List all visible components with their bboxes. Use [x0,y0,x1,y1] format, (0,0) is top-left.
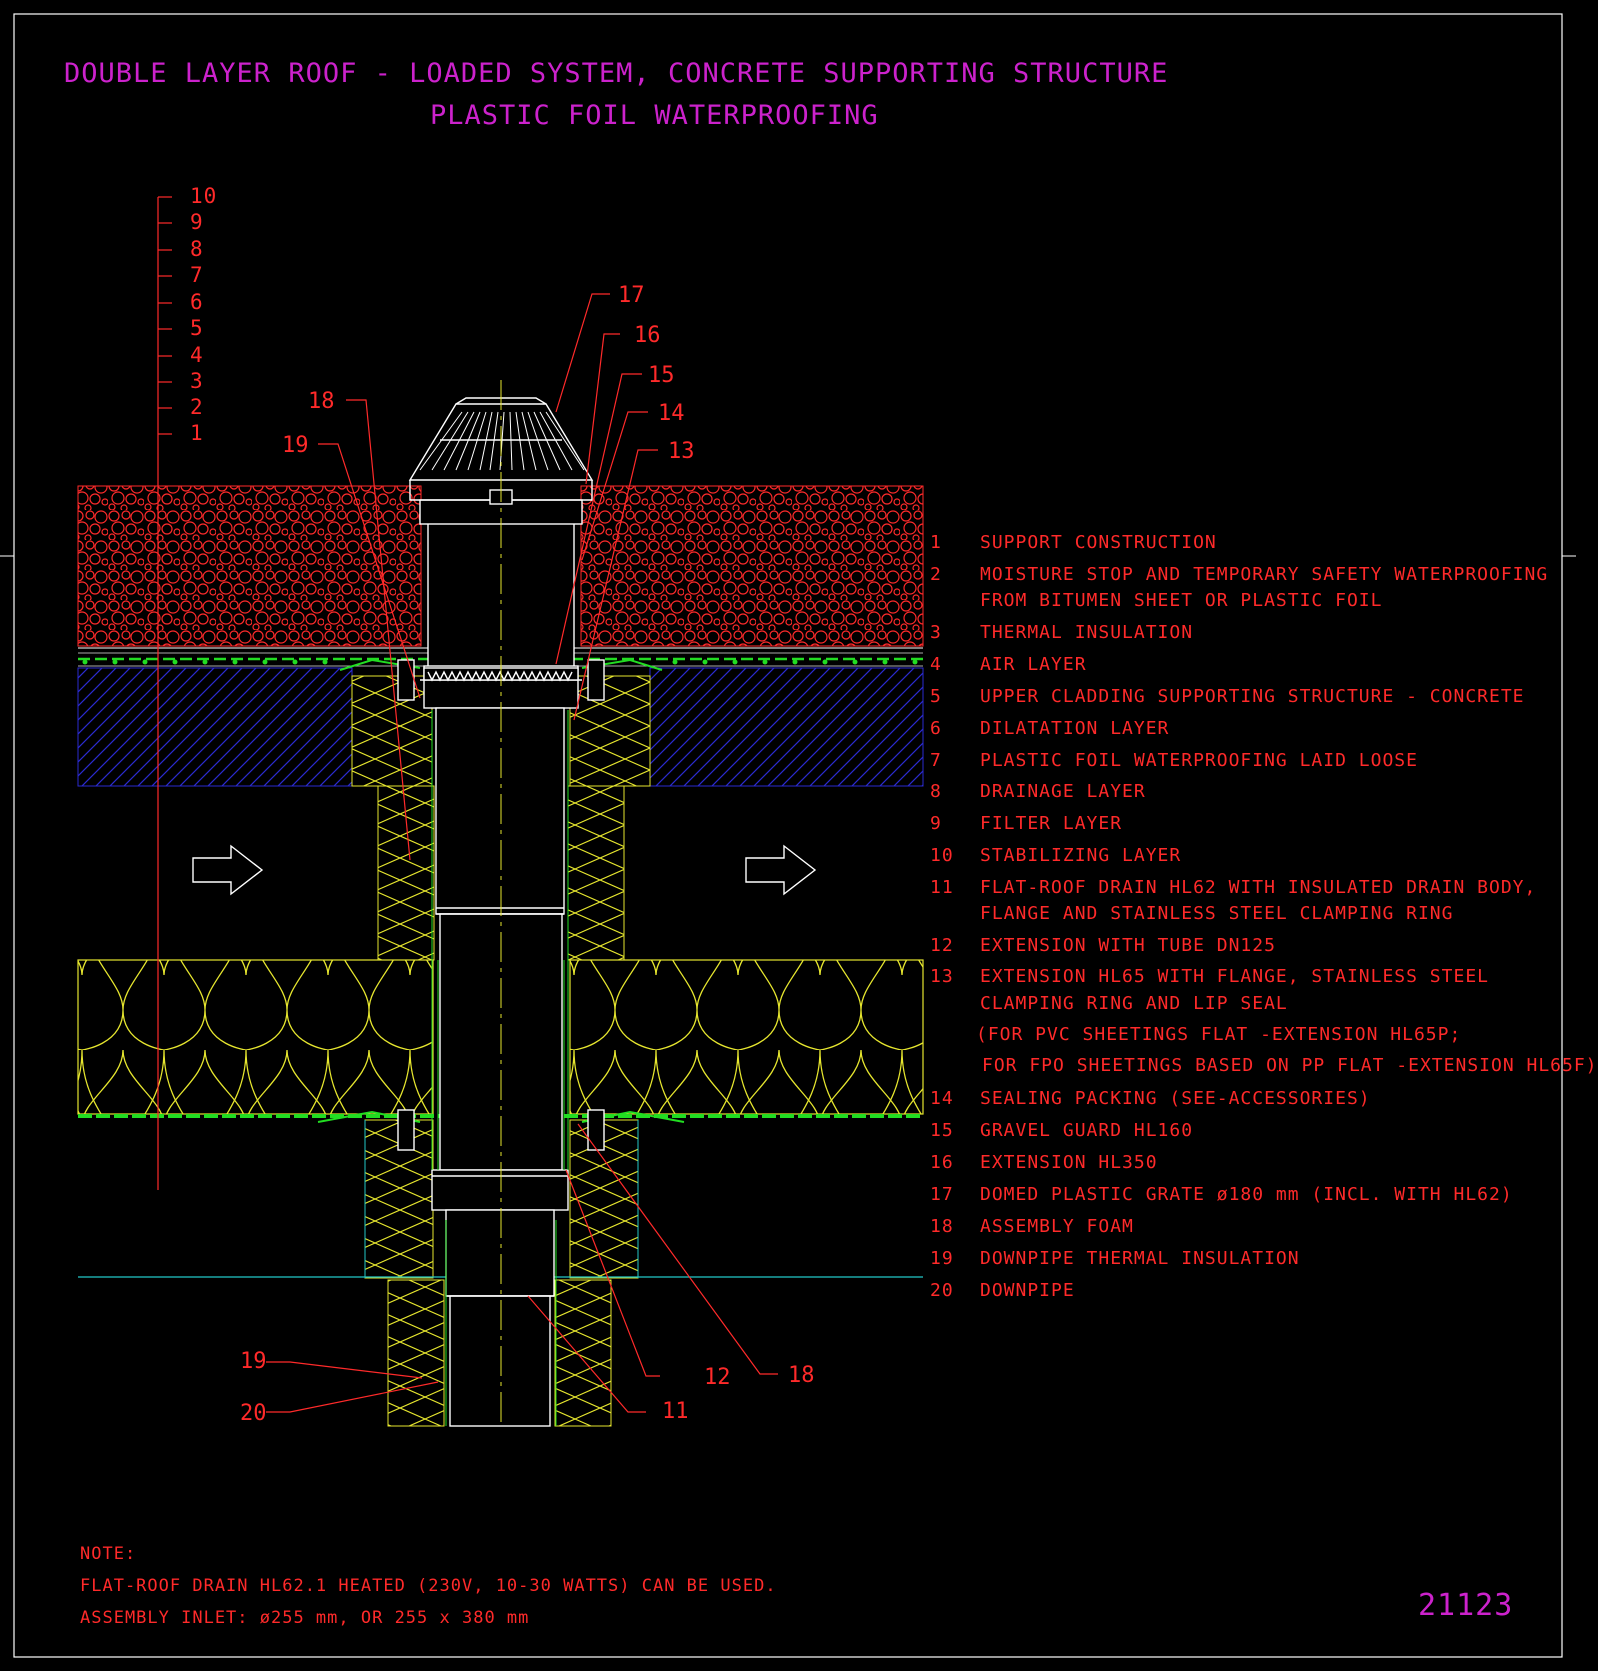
drain-assembly [317,380,685,1427]
callout-19: 19 [282,433,309,458]
gravel-stabilizing-layer [77,485,924,647]
legend-row: FOR FPO SHEETINGS BASED ON PP FLAT -EXTE… [982,1055,1598,1076]
legend-row: CLAMPING RING AND LIP SEAL [980,993,1288,1014]
sheet-border [13,13,1563,1658]
layer-scale [157,196,172,1190]
callout-16: 16 [634,323,661,348]
drawing-title-line1: DOUBLE LAYER ROOF - LOADED SYSTEM, CONCR… [64,58,1169,89]
scale-label: 9 [190,210,204,234]
callout-13: 13 [668,439,695,464]
flow-arrows [192,844,817,896]
thermal-insulation-slab [77,959,924,1118]
scale-label: 1 [190,421,204,445]
scale-label: 6 [190,290,204,314]
callout-20: 20 [240,1401,267,1426]
scale-label: 3 [190,369,204,393]
note-heading: NOTE: [80,1544,137,1564]
concrete-upper-cladding [77,667,924,787]
drawing-title-line2: PLASTIC FOIL WATERPROOFING [430,100,879,131]
callout-14: 14 [658,401,685,426]
legend-row: (FOR PVC SHEETINGS FLAT -EXTENSION HL65P… [976,1024,1462,1045]
callout-18b: 18 [788,1363,815,1388]
scale-label: 5 [190,316,204,340]
legend-row: FLANGE AND STAINLESS STEEL CLAMPING RING [980,903,1454,924]
scale-label: 2 [190,395,204,419]
note-line1: FLAT-ROOF DRAIN HL62.1 HEATED (230V, 10-… [80,1576,777,1596]
drawing-number: 21123 [1418,1588,1514,1623]
note-line2: ASSEMBLY INLET: ø255 mm, OR 255 x 380 mm [80,1608,530,1628]
downpipe-insulation [351,675,651,1427]
callout-19b: 19 [240,1349,267,1374]
callout-15: 15 [648,363,675,388]
leader-lines [266,293,778,1413]
callout-11: 11 [662,1399,689,1424]
legend-row: FROM BITUMEN SHEET OR PLASTIC FOIL [980,590,1383,611]
callout-18: 18 [308,389,335,414]
scale-label: 7 [190,263,204,287]
callout-17: 17 [618,283,645,308]
scale-label: 8 [190,237,204,261]
scale-label: 10 [190,184,218,208]
callout-12: 12 [704,1365,731,1390]
callout-numbers: 17 16 15 14 13 18 19 12 18 19 20 11 [240,283,815,1426]
scale-label: 4 [190,343,204,367]
